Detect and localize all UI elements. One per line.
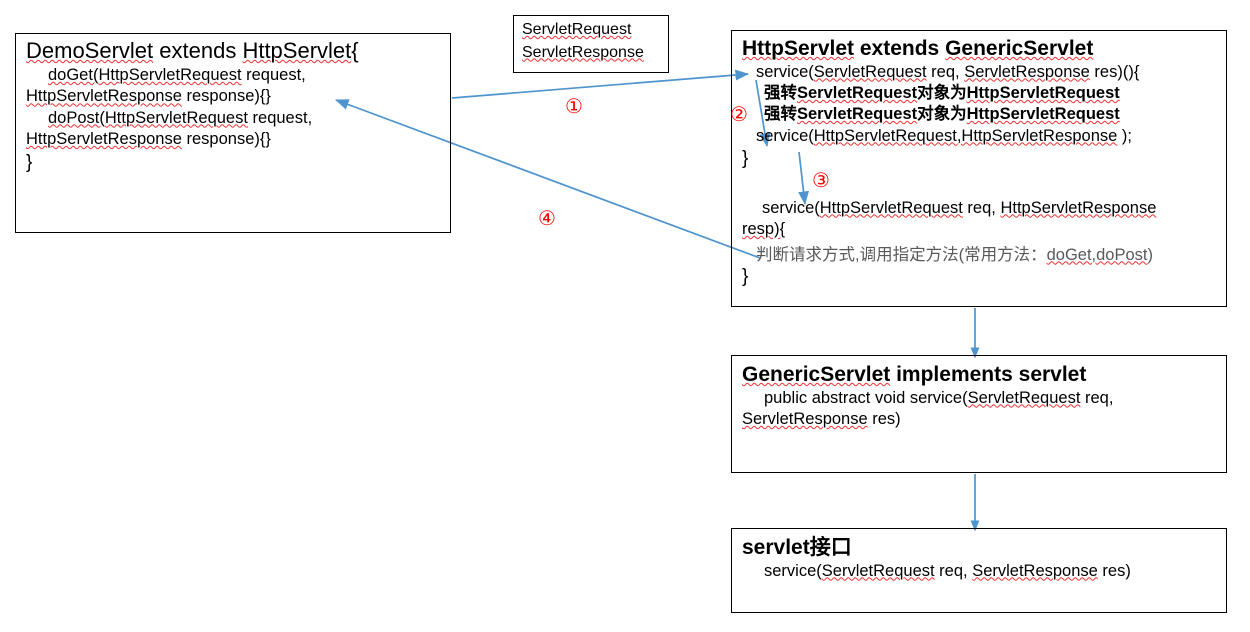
servlet-response-text: ServletResponse [522, 43, 644, 61]
dopost-param-response: response){} [181, 130, 271, 149]
demo-servlet-brace-close: } [26, 151, 33, 173]
http-servlet-cast-line-2: 强转ServletRequest对象为HttpServletRequest [742, 104, 1220, 125]
dopost-param-type-response: HttpServletResponse [26, 130, 182, 149]
dopost-param-request: request, [247, 108, 313, 127]
impl-param-type-req: HttpServletRequest [819, 198, 963, 217]
dopost-method-name: doPost( [48, 108, 105, 127]
http-servlet-impl-close-brace: } [742, 265, 749, 287]
http-servlet-box: HttpServlet extends GenericServlet servi… [731, 30, 1227, 307]
doget-param-request: request, [241, 65, 306, 84]
demo-servlet-doget-line2: HttpServletResponse response){} [26, 86, 442, 107]
servlet-interface-title: servlet接口 [742, 535, 1220, 561]
generic-param-req: req, [1080, 388, 1114, 407]
http-servlet-cast-line-1: 强转ServletRequest对象为HttpServletRequest [742, 83, 1220, 104]
generic-servlet-box: GenericServlet implements servlet public… [731, 355, 1227, 473]
http-servlet-superclass: GenericServlet [945, 37, 1094, 60]
cast1-prefix: 强转 [764, 84, 797, 103]
generic-service-signature: public abstract void service( [764, 388, 968, 407]
servlet-iface-param-type-res: ServletResponse [972, 561, 1098, 580]
generic-servlet-method-line1: public abstract void service(ServletRequ… [742, 388, 1220, 409]
http-servlet-impl-signature: service(HttpServletRequest req, HttpServ… [742, 198, 1220, 219]
demo-servlet-box: DemoServlet extends HttpServlet{ doGet(H… [15, 33, 451, 233]
servlet-request-text: ServletRequest [522, 21, 632, 38]
servlet-interface-name: servlet [742, 536, 810, 559]
service-param-type-res: ServletResponse [964, 62, 1090, 81]
cast1-middle: 对象为 [917, 84, 967, 103]
impl-param-type-resp: HttpServletResponse [1000, 198, 1157, 217]
impl-service-kw: service( [762, 198, 820, 217]
dispatch-desc-tail: ) [1147, 245, 1154, 264]
impl-param-resp: resp){ [742, 220, 786, 239]
cast1-source-type: ServletRequest [797, 84, 918, 103]
generic-servlet-implements-kw: implements servlet [890, 363, 1087, 386]
servlet-iface-param-type-req: ServletRequest [821, 561, 935, 580]
doget-param-type-request: HttpServletRequest [98, 65, 242, 84]
generic-param-type-req: ServletRequest [967, 388, 1081, 407]
generic-servlet-title: GenericServlet implements servlet [742, 362, 1220, 388]
servlet-interface-box: servlet接口 service(ServletRequest req, Se… [731, 528, 1227, 613]
demo-servlet-title: DemoServlet extends HttpServlet{ [26, 38, 442, 65]
step-marker-4: ④ [538, 206, 556, 230]
step-marker-1: ① [565, 94, 583, 118]
demo-servlet-brace-open: { [351, 38, 359, 63]
doget-method-name: doGet( [48, 65, 99, 84]
demo-servlet-dopost-line2: HttpServletResponse response){} [26, 129, 442, 150]
dopost-param-type-request: HttpServletRequest [104, 108, 248, 127]
arrow-1-demo-to-httpservlet [451, 69, 750, 99]
http-servlet-service-signature: service(ServletRequest req, ServletRespo… [742, 62, 1220, 83]
cast2-prefix: 强转 [764, 104, 797, 123]
service-param-type-req: ServletRequest [813, 62, 927, 81]
http-servlet-dispatch-description: 判断请求方式,调用指定方法(常用方法：doGet,doPost) [742, 241, 1220, 265]
cast1-target-type: HttpServletRequest [966, 84, 1120, 103]
demo-servlet-dopost-line1: doPost(HttpServletRequest request, [26, 108, 442, 129]
demo-servlet-superclass: HttpServlet [242, 38, 352, 63]
demo-servlet-extends-kw: extends [153, 38, 243, 63]
servlet-interface-method: service(ServletRequest req, ServletRespo… [742, 561, 1220, 582]
http-servlet-extends-kw: extends [854, 37, 946, 60]
impl-param-req: req, [962, 198, 1001, 217]
http-servlet-overload-call: service(HttpServletRequest,HttpServletRe… [742, 125, 1220, 147]
servlet-iface-param-req: req, [934, 561, 973, 580]
servlet-iface-service-kw: service( [764, 561, 822, 580]
generic-param-type-res: ServletResponse [742, 410, 868, 429]
http-servlet-class-name: HttpServlet [742, 37, 855, 60]
servlet-request-label: ServletRequest [522, 19, 662, 42]
overload-call-kw: service( [756, 126, 814, 145]
http-servlet-title: HttpServlet extends GenericServlet [742, 36, 1220, 62]
doget-param-response: response){} [181, 87, 271, 106]
dispatch-desc-text: 判断请求方式,调用指定方法(常用方法： [756, 245, 1047, 264]
generic-servlet-method-line2: ServletResponse res) [742, 409, 1220, 430]
generic-param-res: res) [867, 410, 901, 429]
dispatch-desc-methods: doGet,doPost [1046, 245, 1148, 264]
service-param-res: res)(){ [1089, 62, 1140, 81]
overload-call-args: HttpServletRequest,HttpServletResponse [813, 126, 1118, 145]
step-marker-2: ② [730, 102, 748, 126]
overload-call-tail: ); [1117, 126, 1133, 145]
doget-param-type-response: HttpServletResponse [26, 87, 182, 106]
demo-servlet-class-name: DemoServlet [26, 38, 154, 63]
cast2-source-type: ServletRequest [797, 104, 918, 123]
servlet-request-response-box: ServletRequest ServletResponse [513, 15, 669, 73]
cast2-target-type: HttpServletRequest [966, 104, 1120, 123]
http-servlet-impl-signature-wrap: resp){ [742, 219, 1220, 240]
servlet-response-label: ServletResponse [522, 42, 662, 65]
cast2-middle: 对象为 [917, 104, 967, 123]
servlet-interface-suffix: 接口 [809, 536, 852, 559]
service-param-req: req, [926, 62, 965, 81]
servlet-iface-param-res: res) [1097, 561, 1131, 580]
demo-servlet-doget-line1: doGet(HttpServletRequest request, [26, 65, 442, 86]
step-marker-3: ③ [812, 168, 830, 192]
service-kw: service( [756, 62, 814, 81]
generic-servlet-class-name: GenericServlet [742, 363, 891, 386]
